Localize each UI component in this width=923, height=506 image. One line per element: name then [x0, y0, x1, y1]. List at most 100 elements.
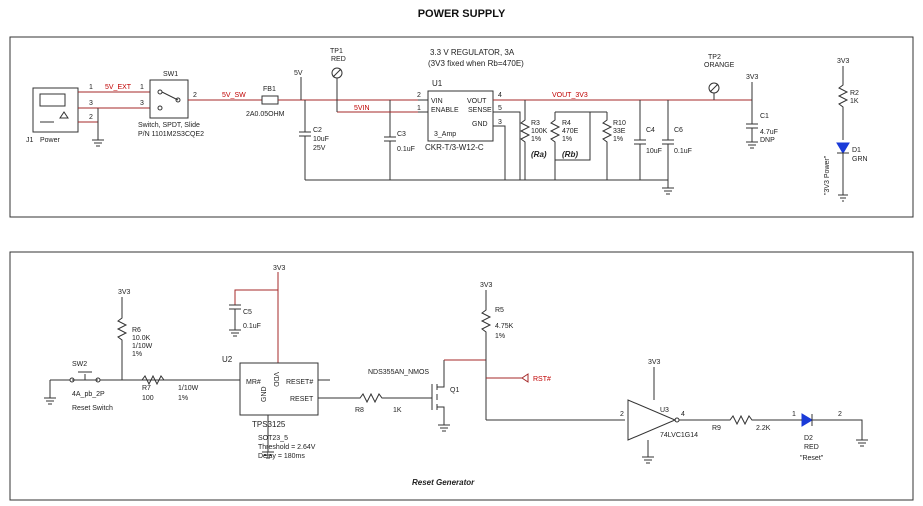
svg-text:1%: 1% [562, 136, 572, 143]
svg-text:4.7uF: 4.7uF [760, 129, 778, 136]
svg-text:1: 1 [89, 84, 93, 91]
svg-text:0.1uF: 0.1uF [674, 148, 692, 155]
svg-text:Threshold = 2.64V: Threshold = 2.64V [258, 444, 316, 451]
fb1-value: 2A0.05OHM [246, 111, 285, 118]
svg-text:3V3: 3V3 [837, 58, 850, 65]
svg-text:1%: 1% [132, 351, 142, 358]
svg-text:74LVC1G14: 74LVC1G14 [660, 432, 698, 439]
net-vout: VOUT_3V3 [552, 92, 588, 99]
svg-text:4: 4 [681, 411, 685, 418]
j1-value: Power [40, 137, 61, 144]
svg-text:R7: R7 [142, 385, 151, 392]
svg-text:R10: R10 [613, 120, 626, 127]
svg-text:RED: RED [804, 444, 819, 451]
sw1-ref: SW1 [163, 71, 178, 78]
svg-text:3V3: 3V3 [273, 265, 286, 272]
svg-text:ENABLE: ENABLE [431, 107, 459, 114]
j1-connector: 132 J1 Power [26, 84, 104, 147]
net-5v-ext: 5V_EXT [105, 84, 132, 91]
tp1-testpoint: TP1 RED [330, 48, 346, 100]
u2-supervisor: U2 MR# VDD RESET# RESET GND TPS3125 SOT2… [222, 290, 330, 460]
svg-text:SOT23_5: SOT23_5 [258, 435, 288, 442]
fb1-ref: FB1 [263, 86, 276, 93]
svg-text:R8: R8 [355, 407, 364, 414]
svg-text:TPS3125: TPS3125 [252, 420, 286, 429]
u1-ref: U1 [432, 79, 443, 88]
c3-value: 0.1uF [397, 146, 415, 153]
svg-text:D2: D2 [804, 435, 813, 442]
sw1-switch: 132 SW1 Switch, SPDT, Slide P/N 1101M2S3… [138, 71, 204, 138]
svg-text:1%: 1% [495, 333, 505, 340]
svg-text:RESET#: RESET# [286, 379, 313, 386]
svg-text:1: 1 [140, 84, 144, 91]
svg-text:TP2: TP2 [708, 54, 721, 61]
svg-text:2.2K: 2.2K [756, 425, 771, 432]
svg-text:D1: D1 [852, 147, 861, 154]
svg-text:1: 1 [417, 105, 421, 112]
svg-text:R6: R6 [132, 327, 141, 334]
sw1-pn: P/N 1101M2S3CQE2 [138, 131, 204, 138]
svg-text:VOUT: VOUT [467, 98, 487, 105]
svg-text:GRN: GRN [852, 156, 868, 163]
regulator-title: 3.3 V REGULATOR, 3A [430, 48, 515, 57]
svg-text:R5: R5 [495, 307, 504, 314]
u1-part: CKR-T/3-W12-C [425, 143, 484, 152]
c2-value: 10uF [313, 136, 329, 143]
svg-text:1%: 1% [613, 136, 623, 143]
reset-generator-frame [9, 251, 914, 501]
svg-text:3V3: 3V3 [118, 289, 131, 296]
svg-text:VIN: VIN [431, 98, 443, 105]
svg-text:3: 3 [140, 100, 144, 107]
svg-text:0.1uF: 0.1uF [243, 323, 261, 330]
svg-text:33E: 33E [613, 128, 626, 135]
tp1-value: RED [331, 56, 346, 63]
c2-ref: C2 [313, 127, 322, 134]
c3-ref: C3 [397, 131, 406, 138]
svg-text:2: 2 [89, 114, 93, 121]
svg-text:3V3: 3V3 [480, 282, 493, 289]
svg-text:SENSE: SENSE [468, 107, 492, 114]
r2-resistor: 3V3 R2 1K [837, 58, 859, 140]
r4-resistor: R4 470E 1% (Rb) [549, 112, 579, 180]
d1-led: D1 GRN "3V3 Power" [824, 142, 868, 202]
svg-text:U3: U3 [660, 407, 669, 414]
tp2-testpoint: TP2 ORANGE [704, 54, 735, 100]
svg-text:2: 2 [620, 411, 624, 418]
net-5v-sw: 5V_SW [222, 92, 246, 99]
r9-resistor: R9 2.2K [679, 414, 790, 432]
svg-text:10.0K: 10.0K [132, 335, 151, 342]
svg-text:Reset Switch: Reset Switch [72, 405, 113, 412]
r6-resistor: 3V3 R6 10.0K 1/10W 1% [116, 289, 153, 380]
net-5v: 5V [294, 70, 303, 77]
tp1-ref: TP1 [330, 48, 343, 55]
svg-text:R3: R3 [531, 120, 540, 127]
svg-text:1%: 1% [178, 395, 188, 402]
svg-text:2: 2 [838, 411, 842, 418]
r5-resistor: 3V3 R5 4.75K 1% [480, 282, 514, 420]
c4-capacitor: C4 10uF [634, 100, 662, 180]
r10-resistor: R10 33E 1% [601, 112, 626, 180]
svg-text:5: 5 [498, 105, 502, 112]
c2-rating: 25V [313, 145, 326, 152]
svg-text:MR#: MR# [246, 379, 261, 386]
svg-text:4A_pb_2P: 4A_pb_2P [72, 391, 105, 398]
net-5vin: 5VIN [354, 105, 370, 112]
c1-capacitor: C1 4.7uF DNP [746, 100, 778, 149]
svg-text:NDS355AN_NMOS: NDS355AN_NMOS [368, 369, 429, 376]
svg-text:(Rb): (Rb) [562, 150, 578, 159]
rail-3v3: 3V3 [746, 74, 759, 81]
svg-text:U2: U2 [222, 355, 233, 364]
svg-text:GND: GND [261, 386, 268, 402]
svg-text:GND: GND [472, 121, 488, 128]
u1-regulator: 3.3 V REGULATOR, 3A (3V3 fixed when Rb=4… [417, 48, 524, 152]
svg-text:Q1: Q1 [450, 387, 459, 394]
c6-capacitor: C6 0.1uF [662, 100, 692, 180]
r3-resistor: R3 100K 1% (Ra) [519, 100, 548, 180]
svg-text:1: 1 [792, 411, 796, 418]
svg-text:1K: 1K [393, 407, 402, 414]
c3-capacitor: C3 0.1uF [384, 100, 415, 180]
svg-text:1/10W: 1/10W [132, 343, 153, 350]
q1-mosfet: NDS355AN_NMOS Q1 [368, 359, 486, 432]
svg-text:DNP: DNP [760, 137, 775, 144]
